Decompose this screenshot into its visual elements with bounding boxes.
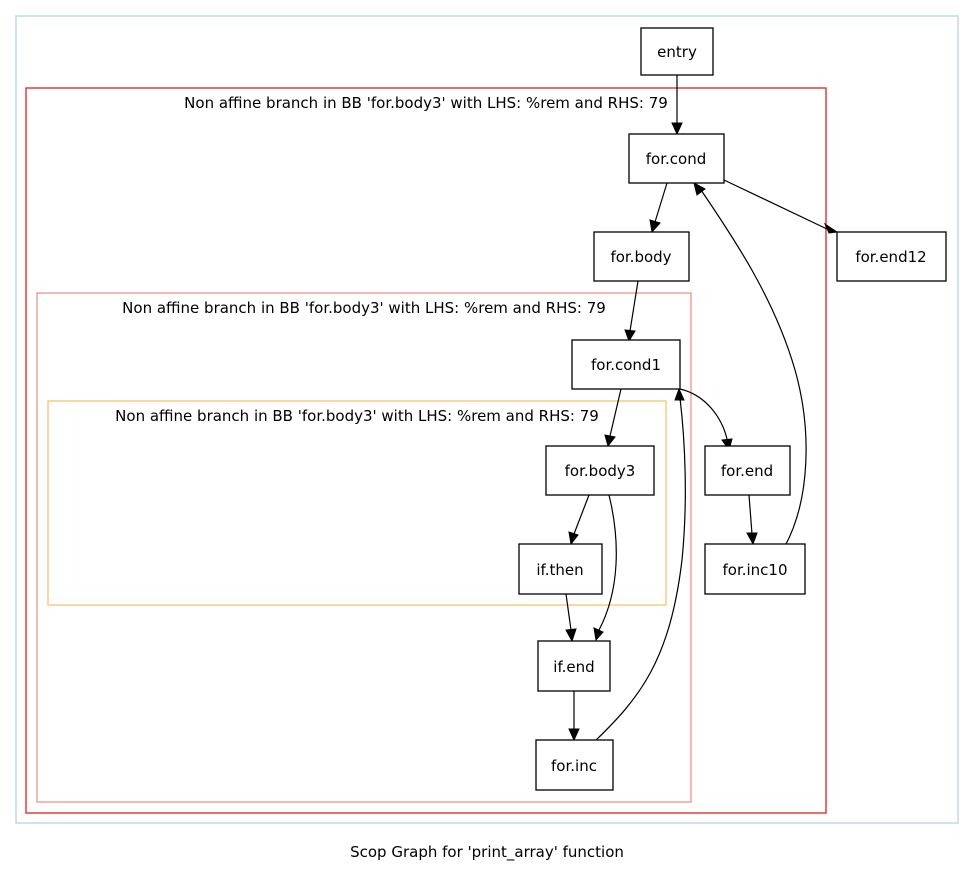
edge-if-then-if-end (565, 593, 577, 643)
edge-for-end-for-inc10 (746, 494, 758, 546)
node-if-end[interactable]: if.end (537, 640, 611, 692)
node-for-body3[interactable]: for.body3 (545, 445, 655, 496)
region-cluster-1 (25, 87, 827, 814)
node-for-cond1[interactable]: for.cond1 (571, 339, 681, 390)
node-for-end12-label: for.end12 (855, 248, 926, 266)
edge-for-cond-for-body (649, 182, 668, 234)
region-cluster-3 (47, 400, 667, 606)
edge-for-inc10-for-cond (693, 182, 807, 547)
node-for-body3-label: for.body3 (565, 462, 636, 480)
node-for-end-label: for.end (721, 462, 773, 480)
node-for-cond1-label: for.cond1 (591, 356, 661, 374)
node-for-end[interactable]: for.end (704, 445, 791, 496)
edge-for-body3-if-then (568, 494, 590, 546)
node-if-then-label: if.then (536, 561, 583, 579)
node-if-then[interactable]: if.then (518, 543, 603, 595)
graph-caption: Scop Graph for 'print_array' function (350, 843, 624, 862)
node-for-end12[interactable]: for.end12 (836, 231, 947, 282)
edge-for-cond-for-end12 (723, 179, 839, 234)
region-label-1: Non affine branch in BB 'for.body3' with… (184, 94, 668, 112)
node-for-body[interactable]: for.body (593, 231, 690, 282)
edge-for-cond1-for-end (679, 388, 733, 452)
edge-for-body-for-cond1 (624, 280, 639, 343)
node-for-inc10-label: for.inc10 (722, 561, 787, 579)
node-for-cond[interactable]: for.cond (628, 133, 725, 184)
node-for-body-label: for.body (610, 248, 671, 266)
region-label-3: Non affine branch in BB 'for.body3' with… (115, 407, 599, 425)
edge-for-cond1-for-body3 (604, 388, 622, 448)
edge-entry-for-cond (671, 75, 683, 136)
region-cluster-2 (36, 292, 692, 803)
edge-for-body3-if-end (593, 494, 617, 642)
node-for-inc[interactable]: for.inc (535, 739, 614, 791)
edge-for-inc-for-cond1 (593, 387, 686, 743)
edge-if-end-for-inc (568, 691, 580, 742)
outer-cluster (15, 15, 959, 824)
node-entry[interactable]: entry (640, 27, 714, 76)
node-if-end-label: if.end (553, 658, 594, 676)
node-entry-label: entry (657, 43, 697, 61)
region-label-2: Non affine branch in BB 'for.body3' with… (122, 299, 606, 317)
node-for-cond-label: for.cond (646, 150, 706, 168)
node-for-inc10[interactable]: for.inc10 (704, 543, 806, 595)
node-for-inc-label: for.inc (551, 757, 597, 775)
